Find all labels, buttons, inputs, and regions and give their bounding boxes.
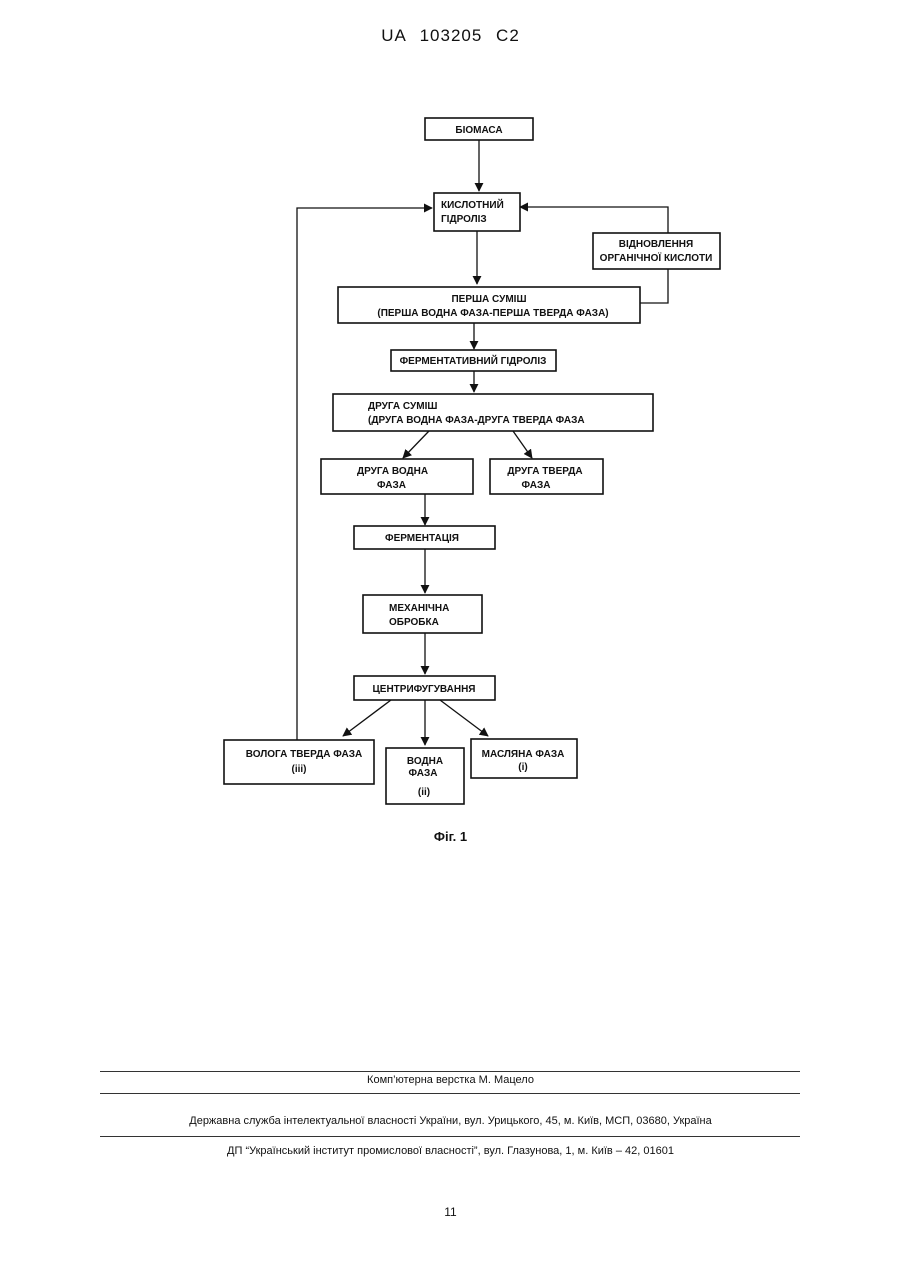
wet-solid-line-2: (iii) [292, 764, 307, 775]
footer-divider-middle [100, 1093, 800, 1094]
first-mixture-line-1: ПЕРША СУМІШ [451, 294, 526, 305]
second-aqueous-line-2: ФАЗА [377, 480, 406, 491]
acid-hydrolysis-line-2: ГІДРОЛІЗ [441, 214, 487, 225]
organic-acid-recovery-line-1: ВІДНОВЛЕННЯ [619, 239, 693, 250]
second-solid-line-1: ДРУГА ТВЕРДА [507, 466, 582, 477]
footer-institute-address: ДП “Український інститут промислової вла… [0, 1145, 901, 1157]
oil-phase-line-1: МАСЛЯНА ФАЗА [482, 749, 565, 760]
mechanical-line-2: ОБРОБКА [389, 617, 439, 628]
second-solid-line-2: ФАЗА [522, 480, 551, 491]
process-flow-diagram: БІОМАСА КИСЛОТНИЙ ГІДРОЛІЗ ВІДНОВЛЕННЯ О… [0, 0, 901, 860]
box-mechanical-treatment: МЕХАНІЧНА ОБРОБКА [363, 595, 482, 633]
box-second-solid-phase: ДРУГА ТВЕРДА ФАЗА [490, 459, 603, 494]
box-enzymatic-hydrolysis: ФЕРМЕНТАТИВНИЙ ГІДРОЛІЗ [391, 350, 556, 371]
second-mixture-line-2: (ДРУГА ВОДНА ФАЗА-ДРУГА ТВЕРДА ФАЗА [368, 415, 585, 426]
footer-typesetting: Комп’ютерна верстка М. Мацело [0, 1074, 901, 1086]
biomass-label: БІОМАСА [455, 125, 502, 136]
box-oil-phase: МАСЛЯНА ФАЗА (i) [471, 739, 577, 778]
footer-divider-bottom [100, 1136, 800, 1137]
second-aqueous-line-1: ДРУГА ВОДНА [357, 466, 428, 477]
page-number: 11 [0, 1205, 901, 1219]
box-acid-hydrolysis: КИСЛОТНИЙ ГІДРОЛІЗ [434, 193, 520, 231]
box-first-mixture: ПЕРША СУМІШ (ПЕРША ВОДНА ФАЗА-ПЕРША ТВЕР… [338, 287, 640, 323]
footer-divider-top [100, 1071, 800, 1072]
aqueous-line-1: ВОДНА [407, 756, 443, 767]
box-centrifugation: ЦЕНТРИФУГУВАННЯ [354, 676, 495, 700]
acid-hydrolysis-line-1: КИСЛОТНИЙ [441, 198, 504, 211]
footer-office-address: Державна служба інтелектуальної власност… [0, 1115, 901, 1127]
aqueous-line-3: (ii) [418, 787, 430, 798]
centrifugation-label: ЦЕНТРИФУГУВАННЯ [372, 684, 475, 695]
mechanical-line-1: МЕХАНІЧНА [389, 603, 449, 614]
first-mixture-line-2: (ПЕРША ВОДНА ФАЗА-ПЕРША ТВЕРДА ФАЗА) [377, 308, 608, 319]
box-second-aqueous-phase: ДРУГА ВОДНА ФАЗА [321, 459, 473, 494]
box-organic-acid-recovery: ВІДНОВЛЕННЯ ОРГАНІЧНОЇ КИСЛОТИ [593, 233, 720, 269]
oil-phase-line-2: (i) [518, 762, 527, 773]
second-mixture-line-1: ДРУГА СУМІШ [368, 401, 437, 412]
box-biomass: БІОМАСА [425, 118, 533, 140]
box-second-mixture: ДРУГА СУМІШ (ДРУГА ВОДНА ФАЗА-ДРУГА ТВЕР… [333, 394, 653, 431]
aqueous-line-2: ФАЗА [409, 768, 438, 779]
box-wet-solid-phase: ВОЛОГА ТВЕРДА ФАЗА (iii) [224, 740, 374, 784]
box-fermentation: ФЕРМЕНТАЦІЯ [354, 526, 495, 549]
figure-caption: Фіг. 1 [0, 829, 901, 844]
box-aqueous-phase: ВОДНА ФАЗА (ii) [386, 748, 464, 804]
wet-solid-line-1: ВОЛОГА ТВЕРДА ФАЗА [246, 749, 363, 760]
fermentation-label: ФЕРМЕНТАЦІЯ [385, 533, 459, 544]
organic-acid-recovery-line-2: ОРГАНІЧНОЇ КИСЛОТИ [600, 251, 713, 264]
enzymatic-hydrolysis-label: ФЕРМЕНТАТИВНИЙ ГІДРОЛІЗ [400, 354, 547, 367]
